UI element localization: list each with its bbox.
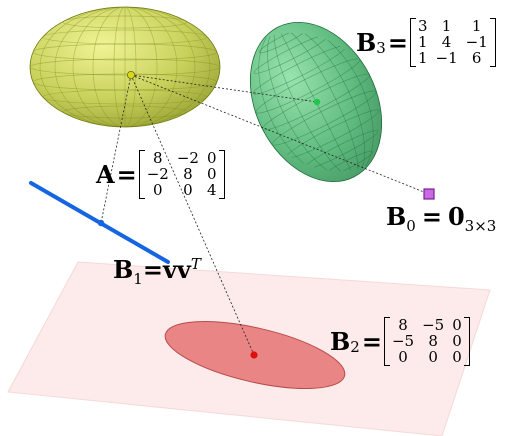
label-a-eq: =	[116, 160, 137, 190]
dotted-connectors	[100, 74, 430, 356]
point-b0	[423, 188, 435, 200]
point-b1	[97, 219, 105, 227]
center-point-a	[127, 71, 136, 80]
label-b1: B1=vvT	[113, 255, 201, 288]
label-b0: B0=03×3	[386, 202, 497, 235]
ellipsoid-a	[29, 6, 221, 128]
center-point-b2	[250, 351, 258, 359]
label-a-name: A	[96, 160, 115, 190]
center-point-b3	[313, 98, 321, 106]
